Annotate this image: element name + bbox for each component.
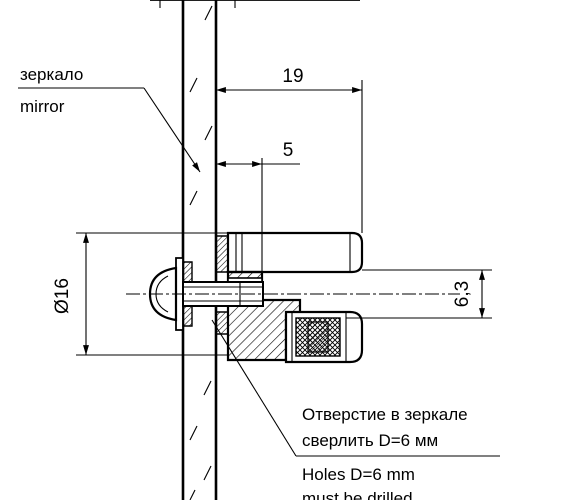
dimension-d16-label: Ø16	[52, 278, 73, 314]
dimension-19-label: 19	[282, 66, 303, 87]
support-pin	[226, 231, 364, 274]
holes-note-ru-line2: сверлить D=6 мм	[302, 431, 438, 450]
holes-leader: Отверстие в зеркале сверлить D=6 мм Hole…	[211, 319, 500, 500]
mirror-leader: зеркало mirror	[18, 65, 201, 173]
holes-note-en-line2: must be drilled	[302, 489, 413, 500]
dimension-5-label: 5	[283, 140, 294, 161]
dimension-63-label: 6,3	[452, 281, 473, 307]
dimension-5: 5	[216, 140, 300, 272]
dimension-63: 6,3	[346, 269, 492, 319]
mirror-panel	[181, 0, 218, 500]
spacer-washer	[215, 235, 229, 273]
dimension-d16: Ø16	[52, 232, 228, 356]
holes-note-ru-line1: Отверстие в зеркале	[302, 405, 468, 424]
standoff-assembly	[126, 231, 460, 364]
dimension-19: 19	[216, 66, 363, 233]
mirror-label-ru: зеркало	[20, 65, 83, 84]
holes-note-en-line1: Holes D=6 mm	[302, 465, 415, 484]
top-line	[150, 0, 360, 8]
mirror-label-en: mirror	[20, 97, 65, 116]
